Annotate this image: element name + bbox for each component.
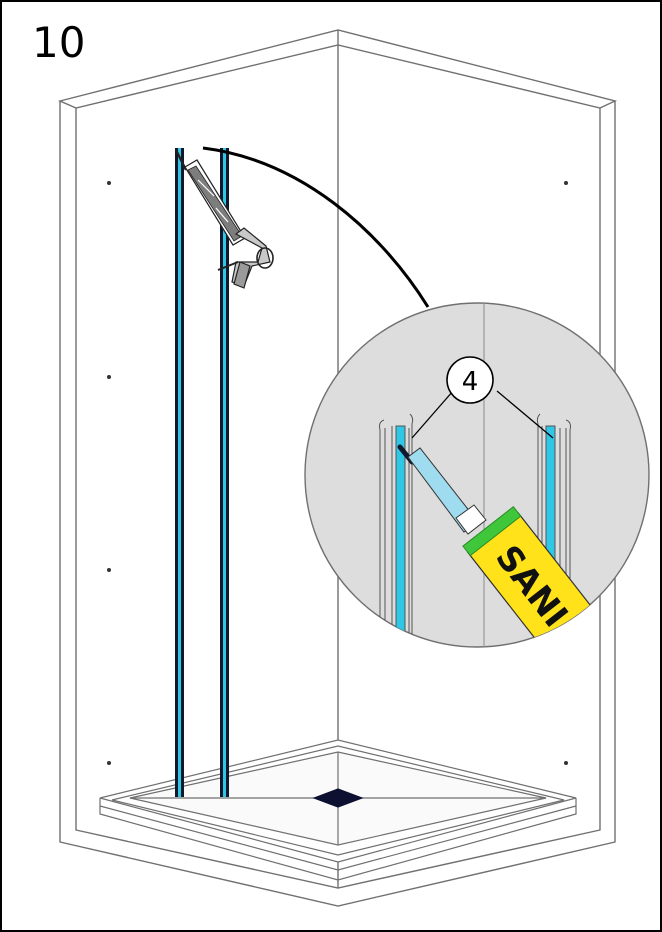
callout-4: 4 bbox=[411, 356, 554, 439]
drain bbox=[312, 788, 364, 808]
detail-magnifier: SANI bbox=[304, 302, 650, 648]
callout-4-label: 4 bbox=[462, 367, 479, 397]
step-number: 10 bbox=[32, 18, 86, 67]
wall-profile-right bbox=[220, 148, 229, 797]
silicone-gun-icon bbox=[174, 149, 274, 289]
detail-leader-line bbox=[202, 146, 430, 308]
wall-profile-left bbox=[175, 148, 184, 797]
wall-fixing-points bbox=[107, 181, 568, 765]
shower-tray bbox=[99, 739, 577, 881]
